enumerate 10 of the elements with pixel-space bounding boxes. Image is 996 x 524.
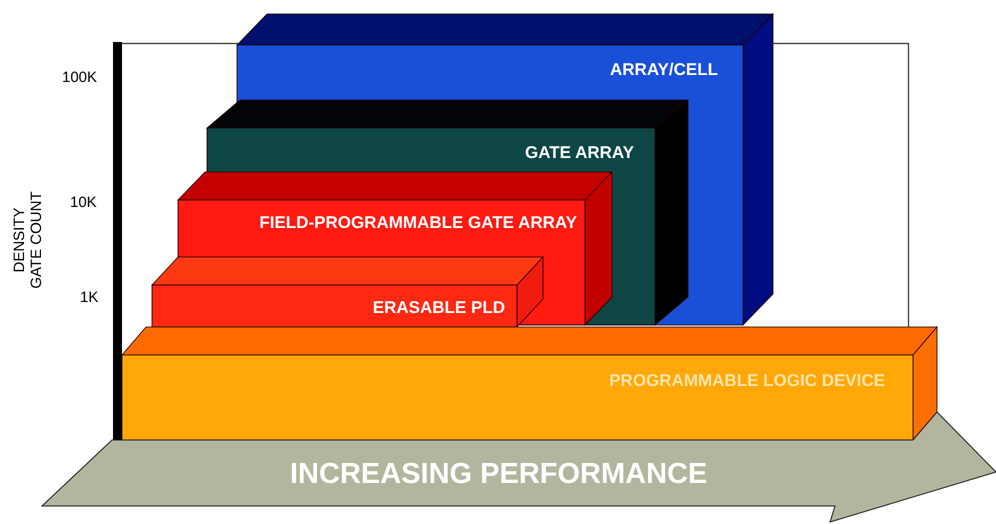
tick-label: 10K <box>70 195 97 211</box>
block-label: PROGRAMMABLE LOGIC DEVICE <box>609 371 885 391</box>
axis-title: DENSITY GATE COUNT <box>11 190 45 290</box>
block-label: FIELD-PROGRAMMABLE GATE ARRAY <box>259 213 577 233</box>
tick-label: 1K <box>80 290 98 306</box>
block-label: GATE ARRAY <box>525 143 634 163</box>
tick-label: 100K <box>62 70 98 86</box>
block-label: ERASABLE PLD <box>372 298 505 318</box>
block-label: ARRAY/CELL <box>610 60 718 80</box>
arrow-label: INCREASING PERFORMANCE <box>290 457 708 491</box>
